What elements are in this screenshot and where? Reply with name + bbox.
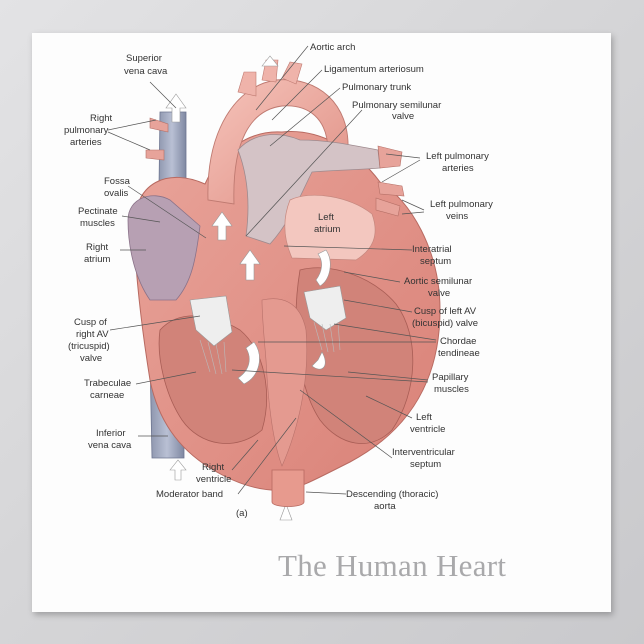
label-right-pulm-art-3: arteries <box>70 137 102 148</box>
label-fossa-1: Fossa <box>104 176 131 187</box>
right-pulmonary-arteries <box>145 117 169 161</box>
label-interventricular-2: septum <box>410 459 441 470</box>
left-atrium-chamber <box>284 194 376 261</box>
label-right-ventricle-1: Right <box>202 462 225 473</box>
label-right-av-1: Cusp of <box>74 317 107 328</box>
label-right-atrium-1: Right <box>86 242 109 253</box>
label-interatrial-1: Interatrial <box>412 244 452 255</box>
label-pectinate-2: muscles <box>80 218 115 229</box>
leader-lines <box>107 45 437 495</box>
poster-title: The Human Heart <box>278 548 507 583</box>
label-svc-1: Superior <box>126 53 162 64</box>
label-pulmonary-semilunar-2: valve <box>392 111 414 122</box>
label-aortic-semilunar-1: Aortic semilunar <box>404 276 472 287</box>
label-left-av-2: (bicuspid) valve <box>412 318 478 329</box>
figure-tag: (a) <box>236 508 248 519</box>
left-pulmonary-veins <box>375 181 405 217</box>
label-left-ventricle-2: ventricle <box>410 424 445 435</box>
tricuspid-valve <box>189 295 233 347</box>
label-pulmonary-trunk: Pulmonary trunk <box>342 82 411 93</box>
label-moderator-band: Moderator band <box>156 489 223 500</box>
label-left-ventricle-1: Left <box>416 412 432 423</box>
label-ivc-2: vena cava <box>88 440 132 451</box>
label-right-av-4: valve <box>80 353 102 364</box>
labels: Aortic arch Ligamentum arteriosum Pulmon… <box>64 42 493 519</box>
label-svc-2: vena cava <box>124 66 168 77</box>
label-interatrial-2: septum <box>420 256 451 267</box>
label-left-pulm-veins-2: veins <box>446 211 468 222</box>
label-right-pulm-art-1: Right <box>90 113 113 124</box>
label-interventricular-1: Interventricular <box>392 447 455 458</box>
label-left-atrium-1: Left <box>318 212 334 223</box>
label-pectinate-1: Pectinate <box>78 206 118 217</box>
label-left-av-1: Cusp of left AV <box>414 306 477 317</box>
label-aortic-arch: Aortic arch <box>310 42 355 53</box>
label-left-pulm-veins-1: Left pulmonary <box>430 199 493 210</box>
label-aortic-semilunar-2: valve <box>428 288 450 299</box>
label-right-av-2: right AV <box>76 329 109 340</box>
label-chordae-2: tendineae <box>438 348 480 359</box>
label-left-pulm-art-2: arteries <box>442 163 474 174</box>
label-papillary-1: Papillary <box>432 372 469 383</box>
label-fossa-2: ovalis <box>104 188 129 199</box>
label-right-atrium-2: atrium <box>84 254 110 265</box>
label-trabeculae-1: Trabeculae <box>84 378 131 389</box>
label-desc-aorta-2: aorta <box>374 501 396 512</box>
label-right-av-3: (tricuspid) <box>68 341 110 352</box>
descending-aorta <box>271 469 305 507</box>
label-trabeculae-2: carneae <box>90 390 124 401</box>
label-left-pulm-art-1: Left pulmonary <box>426 151 489 162</box>
label-desc-aorta-1: Descending (thoracic) <box>346 489 438 500</box>
chordae-strands <box>199 321 341 375</box>
label-right-pulm-art-2: pulmonary <box>64 125 109 136</box>
pulmonary-trunk <box>237 134 403 245</box>
interventricular-septum-wall <box>261 298 308 467</box>
label-right-ventricle-2: ventricle <box>196 474 231 485</box>
label-pulmonary-semilunar-1: Pulmonary semilunar <box>352 100 441 111</box>
label-papillary-2: muscles <box>434 384 469 395</box>
label-left-atrium-2: atrium <box>314 224 340 235</box>
label-ligamentum-arteriosum: Ligamentum arteriosum <box>324 64 424 75</box>
label-ivc-1: Inferior <box>96 428 126 439</box>
label-chordae-1: Chordae <box>440 336 476 347</box>
